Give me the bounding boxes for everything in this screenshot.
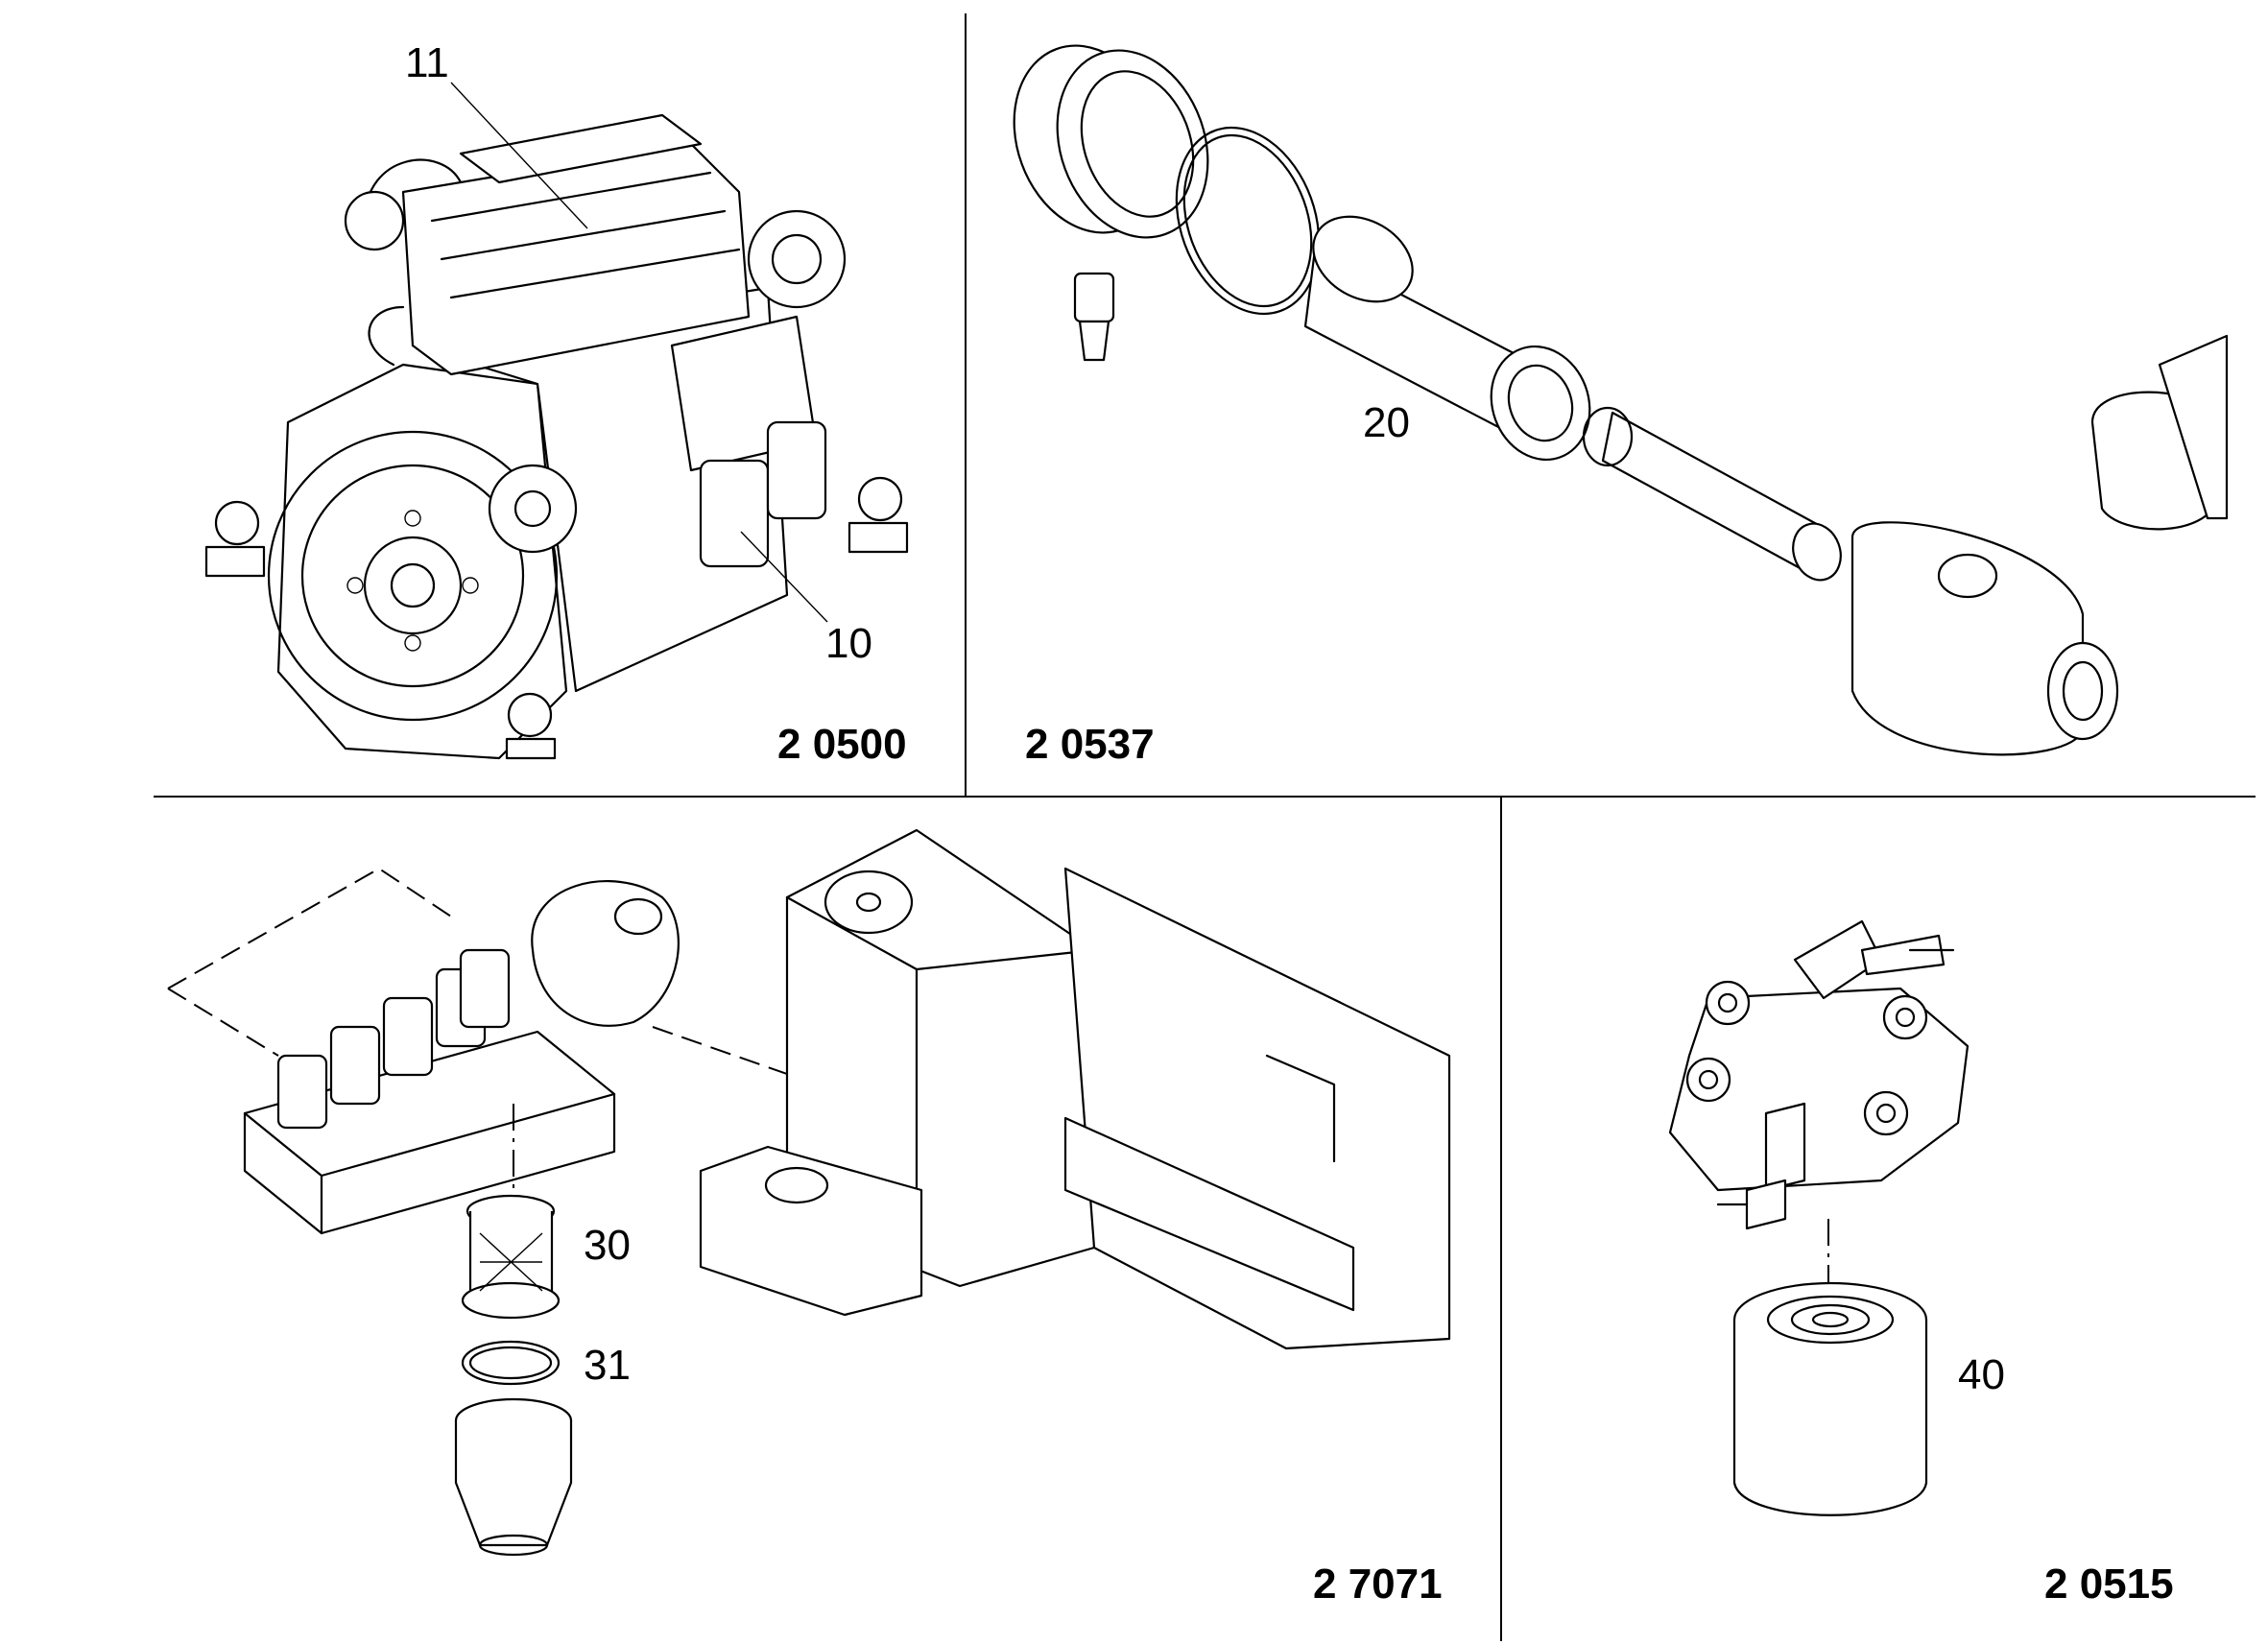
hydraulic-illustration [167, 828, 1451, 1557]
group-code-hydraulic: 2 7071 [1313, 1561, 1443, 1608]
fuel-filter-illustration [1668, 919, 1970, 1516]
group-code-engine: 2 0500 [777, 721, 907, 768]
panel-dividers [154, 13, 2256, 1641]
callout-10: 10 [825, 620, 872, 667]
callout-30: 30 [584, 1222, 631, 1269]
group-code-air-filter: 2 0537 [1025, 721, 1155, 768]
callout-31: 31 [584, 1342, 631, 1389]
air-filter-illustration [1013, 44, 2229, 756]
callout-11: 11 [405, 39, 449, 86]
engine-illustration [204, 82, 909, 760]
callout-40: 40 [1958, 1351, 2005, 1398]
callout-20: 20 [1363, 399, 1410, 446]
group-code-fuel-filter: 2 0515 [2044, 1561, 2174, 1608]
